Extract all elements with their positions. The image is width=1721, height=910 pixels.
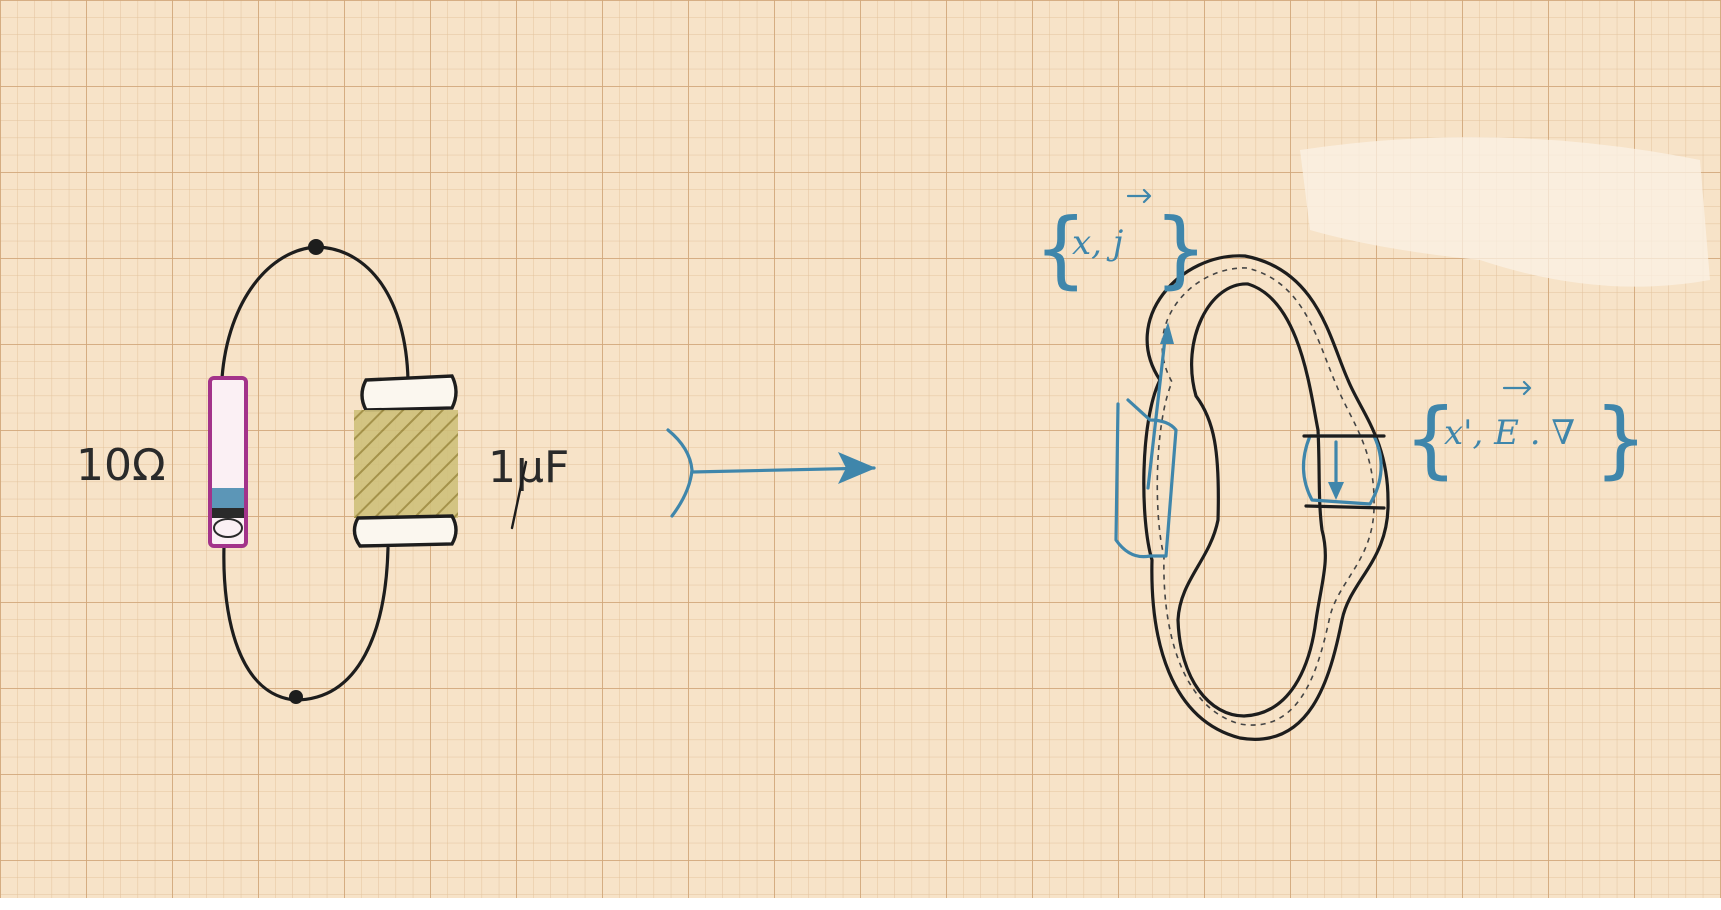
mapping-arrow <box>666 428 876 518</box>
wire-top-right <box>314 245 410 382</box>
left-ion-channel <box>1114 398 1178 559</box>
brace-close-top: } <box>1154 200 1207 298</box>
vector-arrow-E <box>1502 380 1532 396</box>
cell-label-right: x', E . ∇ <box>1444 413 1575 453</box>
vector-arrow-j <box>1126 188 1152 204</box>
brace-open-right: { <box>1404 390 1457 488</box>
cell-inner-cavity <box>1176 282 1327 718</box>
cell-diagram: { x, j } { x', E . ∇ } <box>1034 188 1647 741</box>
right-channel-arrow-icon <box>1328 482 1344 500</box>
capacitor-dielectric <box>354 410 458 518</box>
brace-open-top: { <box>1034 200 1087 298</box>
paper-edge-bottom <box>0 898 1721 910</box>
wire-bottom-right <box>293 546 390 702</box>
right-ion-channel <box>1301 434 1383 506</box>
label-right-group: { x', E . ∇ } <box>1404 380 1647 488</box>
resistor-label: 10Ω <box>76 440 166 491</box>
resistor-symbol <box>208 376 248 548</box>
arrow-tail-bracket <box>666 428 694 518</box>
left-channel-arrow-icon <box>1160 322 1174 344</box>
node-top <box>308 239 324 255</box>
cell-label-top: x, j <box>1072 223 1124 263</box>
label-top-group: { x, j } <box>1034 188 1207 298</box>
capacitor-label-tail <box>510 460 528 530</box>
arrow-shaft <box>690 466 876 474</box>
arrow-head-icon <box>838 452 876 484</box>
wire-top-left <box>220 245 318 380</box>
faded-patch <box>1300 137 1710 287</box>
left-channel-arrow-shaft <box>1146 328 1168 490</box>
right-channel-line-bottom <box>1304 504 1386 510</box>
wire-bottom-left <box>222 544 297 702</box>
brace-close-right: } <box>1594 390 1647 488</box>
rc-circuit: 10Ω 1μF <box>76 239 569 704</box>
node-bottom <box>289 690 303 704</box>
capacitor-label: 1μF <box>488 442 569 493</box>
capacitor-symbol <box>352 374 458 548</box>
